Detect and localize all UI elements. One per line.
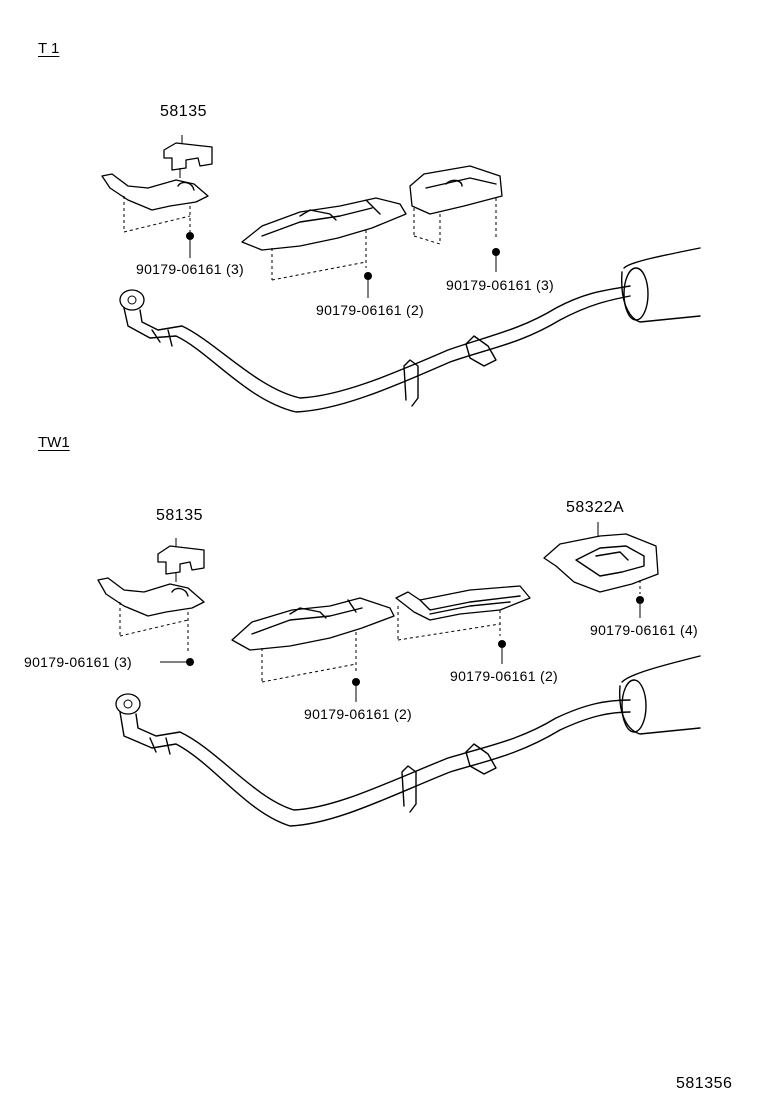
tw1-bracket-58135 xyxy=(97,538,205,654)
t1-label-nut-right: 90179-06161 (3) xyxy=(446,277,555,293)
t1-bracket-58135 xyxy=(101,135,213,233)
tw1-label-insulator: 58322A xyxy=(566,499,625,516)
tw1-label-nut-right: 90179-06161 (4) xyxy=(590,622,699,638)
tw1-section-drawing xyxy=(97,522,701,827)
t1-nut-left xyxy=(186,232,194,240)
tw1-label-nut-center-right: 90179-06161 (2) xyxy=(450,668,559,684)
t1-label-bracket: 58135 xyxy=(160,103,207,120)
tw1-label-nut-middle: 90179-06161 (2) xyxy=(304,706,413,722)
tw1-heat-insulator-center xyxy=(231,597,395,683)
tw1-heat-insulator-right-center xyxy=(395,585,531,641)
t1-heat-insulator-center xyxy=(241,197,407,281)
tw1-insulator-58322A xyxy=(543,522,659,594)
t1-heat-insulator-right xyxy=(409,165,503,245)
tw1-nut-middle xyxy=(352,678,360,686)
tw1-label-bracket: 58135 xyxy=(156,507,203,524)
tw1-nut-left xyxy=(186,658,194,666)
t1-label-nut-middle: 90179-06161 (2) xyxy=(316,302,425,318)
tw1-exhaust-pipe xyxy=(115,655,701,827)
section-title-tw1: TW1 xyxy=(38,434,70,451)
t1-section-drawing xyxy=(101,135,701,413)
section-title-t1: T 1 xyxy=(38,40,60,57)
tw1-nut-center-right xyxy=(498,640,506,648)
t1-label-nut-left: 90179-06161 (3) xyxy=(136,261,245,277)
t1-nut-right xyxy=(492,248,500,256)
tw1-label-nut-left: 90179-06161 (3) xyxy=(24,654,133,670)
t1-nut-middle xyxy=(364,272,372,280)
t1-exhaust-pipe xyxy=(119,247,701,413)
tw1-nut-right xyxy=(636,596,644,604)
diagram-code: 581356 xyxy=(676,1075,733,1092)
